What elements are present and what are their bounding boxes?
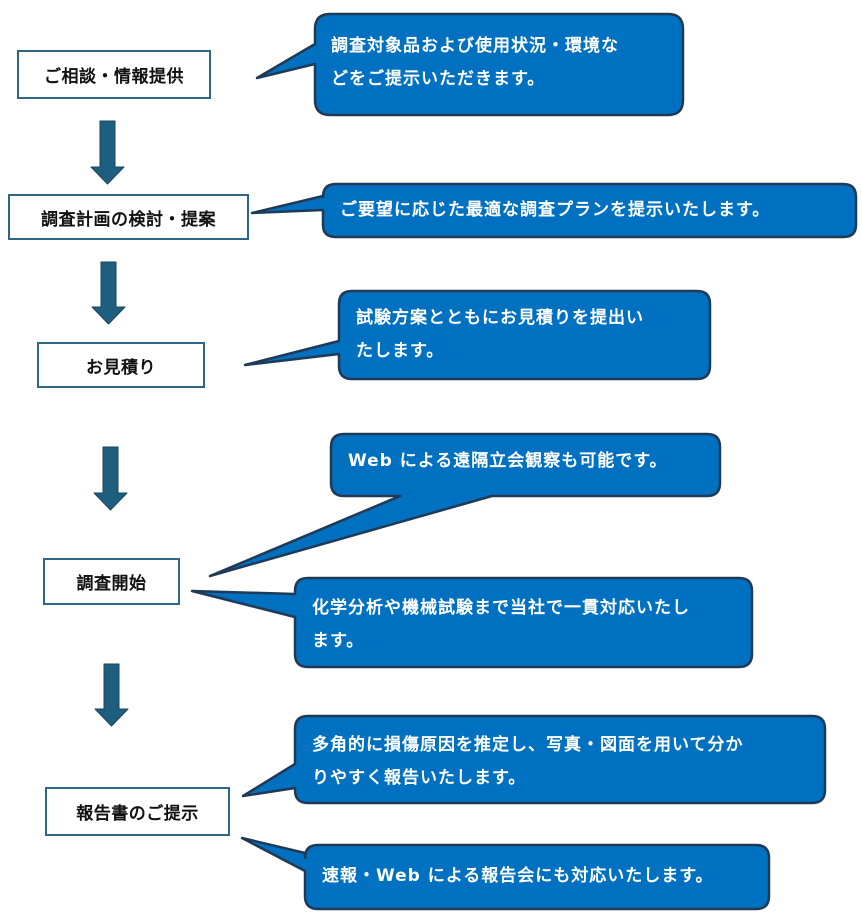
callout-shape-6 — [241, 714, 827, 805]
callout-shape-3 — [243, 289, 712, 381]
callout-line: 調査対象品および使用状況・環境な — [331, 36, 619, 56]
step-box-investigation-start: 調査開始 — [43, 558, 180, 605]
callout-shape-2 — [250, 182, 858, 239]
callout-shape-5 — [190, 576, 754, 669]
step-box-report: 報告書のご提示 — [45, 787, 230, 836]
callout-line: ご要望に応じた最適な調査プランを提示いたします。 — [340, 200, 771, 220]
step-label: 調査開始 — [76, 574, 147, 594]
callout-text-6: 多角的に損傷原因を推定し、写真・図面を用いて分か りやすく報告いたします。 — [312, 729, 822, 795]
step-box-consultation: ご相談・情報提供 — [17, 50, 211, 99]
down-arrow-icon — [90, 120, 125, 185]
callout-text-1: 調査対象品および使用状況・環境な どをご提示いただきます。 — [331, 30, 676, 96]
callout-line: 試験方案とともにお見積りを提出い — [356, 308, 644, 328]
callout-text-2: ご要望に応じた最適な調査プランを提示いたします。 — [340, 194, 850, 227]
down-arrow-icon — [91, 261, 126, 325]
callout-text-7: 速報・Web による報告会にも対応いたします。 — [322, 860, 767, 893]
callout-line: Web による遠隔立会観察も可能です。 — [348, 451, 668, 471]
callout-text-5: 化学分析や機械試験まで当社で一貫対応いたし ます。 — [312, 592, 752, 658]
callout-shape-7 — [240, 836, 771, 911]
callout-shape-4 — [208, 432, 722, 578]
callout-line: りやすく報告いたします。 — [312, 768, 527, 788]
step-label: 調査計画の検討・提案 — [41, 209, 216, 230]
callout-line: ます。 — [312, 631, 365, 651]
callout-text-3: 試験方案とともにお見積りを提出い たします。 — [356, 302, 706, 368]
callout-line: たします。 — [356, 341, 445, 361]
down-arrow-icon — [94, 663, 129, 727]
callout-line: 化学分析や機械試験まで当社で一貫対応いたし — [312, 598, 690, 618]
step-box-estimate: お見積り — [37, 342, 205, 388]
down-arrow-icon — [93, 446, 128, 511]
callout-text-4: Web による遠隔立会観察も可能です。 — [348, 445, 718, 478]
step-label: 報告書のご提示 — [76, 804, 199, 824]
callout-line: どをご提示いただきます。 — [331, 69, 546, 89]
callout-line: 多角的に損傷原因を推定し、写真・図面を用いて分か — [312, 735, 744, 755]
callout-line: 速報・Web による報告会にも対応いたします。 — [322, 866, 714, 886]
callout-shape-1 — [255, 12, 685, 117]
step-box-planning: 調査計画の検討・提案 — [8, 194, 249, 240]
step-label: お見積り — [86, 357, 156, 378]
step-label: ご相談・情報提供 — [44, 67, 184, 87]
